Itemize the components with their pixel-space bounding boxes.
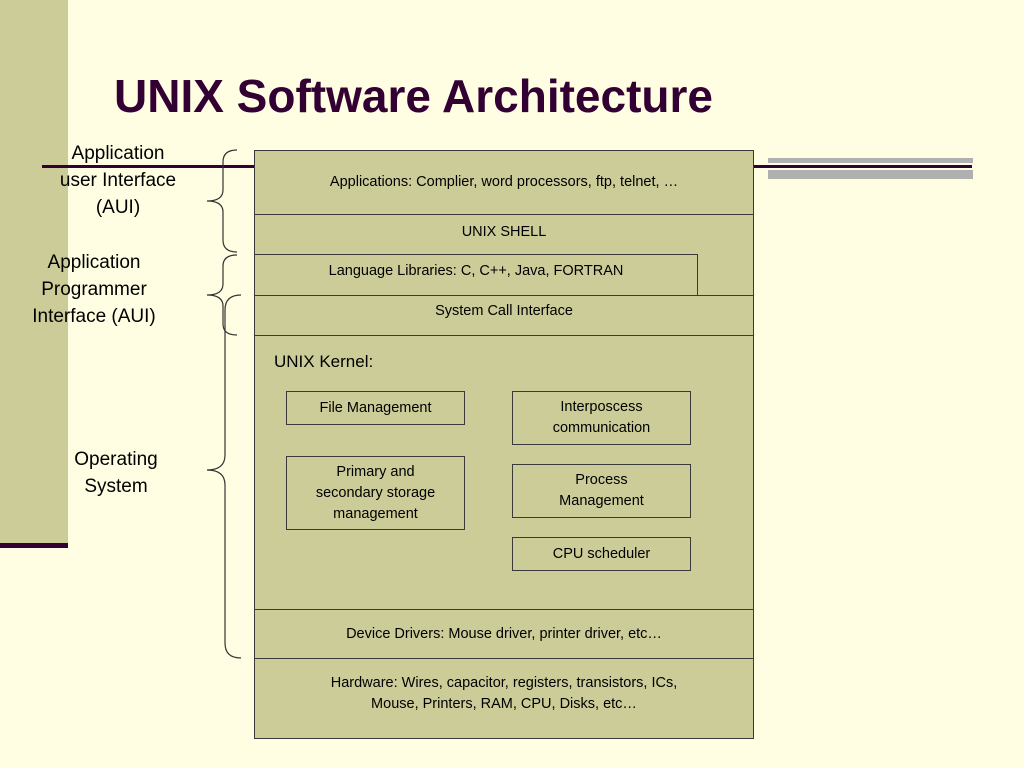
kernel-storage-management: Primary and secondary storage management — [286, 456, 465, 530]
layer-language-libraries: Language Libraries: C, C++, Java, FORTRA… — [254, 254, 698, 296]
layer-language-libraries-label: Language Libraries: C, C++, Java, FORTRA… — [328, 263, 624, 279]
header-accent-grey-bottom — [768, 170, 973, 179]
layer-system-call-interface: System Call Interface — [254, 295, 754, 336]
brace-os — [206, 294, 242, 659]
kernel-interprocess-communication: Interposcess communication — [512, 391, 691, 445]
header-accent-grey-top — [768, 158, 973, 163]
layer-system-call-interface-label: System Call Interface — [435, 303, 573, 319]
kernel-title: UNIX Kernel: — [274, 352, 374, 371]
layer-unix-kernel: UNIX Kernel: File Management Interposces… — [254, 335, 754, 610]
layer-hardware: Hardware: Wires, capacitor, registers, t… — [254, 658, 754, 739]
label-application-programmer-interface: Application Programmer Interface (AUI) — [32, 252, 156, 327]
layer-applications: Applications: Complier, word processors,… — [254, 150, 754, 215]
left-sidebar — [0, 0, 68, 548]
layer-unix-shell-label: UNIX SHELL — [461, 224, 547, 240]
label-application-user-interface: Application user Interface (AUI) — [59, 143, 177, 218]
kernel-cpu-scheduler: CPU scheduler — [512, 537, 691, 571]
kernel-process-management: Process Management — [512, 464, 691, 518]
kernel-file-management: File Management — [286, 391, 465, 425]
brace-api — [206, 254, 238, 336]
slide-title: UNIX Software Architecture — [114, 70, 713, 122]
brace-aui — [206, 149, 238, 253]
label-operating-system: Operating System — [74, 449, 158, 497]
curly-braces — [206, 149, 242, 659]
sidebar-accent-line — [0, 543, 68, 548]
layer-device-drivers: Device Drivers: Mouse driver, printer dr… — [254, 609, 754, 659]
